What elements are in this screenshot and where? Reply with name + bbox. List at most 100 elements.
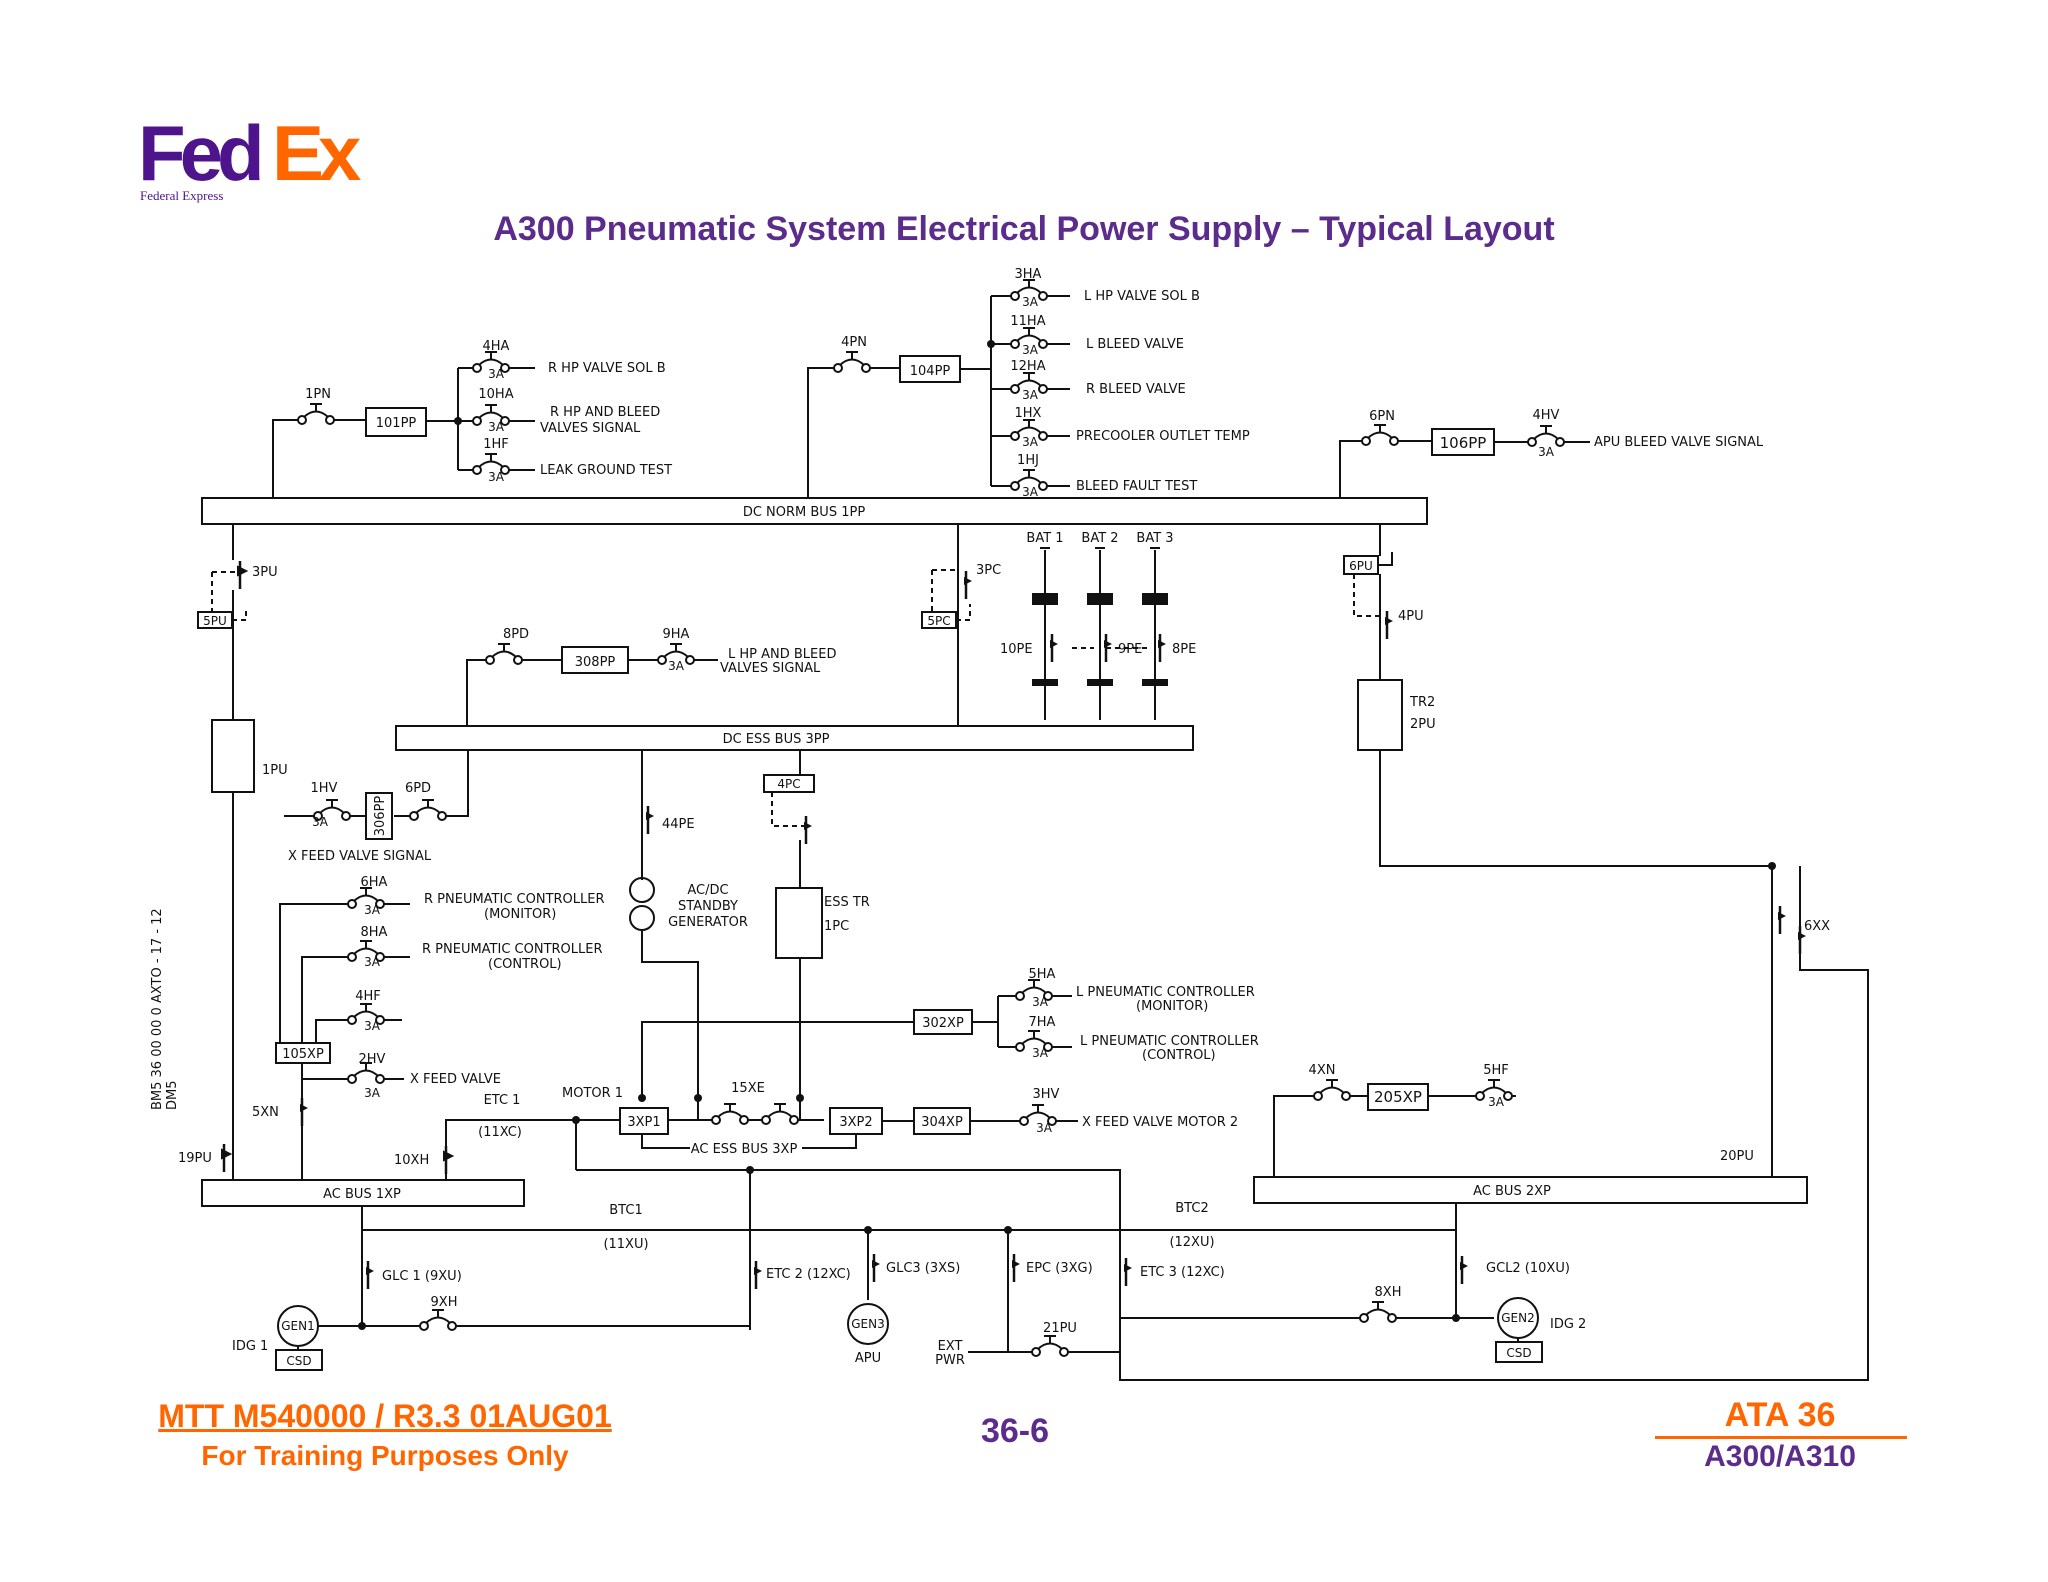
label-4pu: 4PU [1398,609,1424,624]
label-8pd: 8PD [503,627,529,642]
box-304xp-label: 304XP [921,1115,963,1130]
label-4pn: 4PN [841,335,867,350]
box-105xp-label: 105XP [282,1047,324,1062]
label-apu: APU [855,1351,881,1366]
box-5pc-label: 5PC [927,614,950,628]
label-x-feed-motor2: X FEED VALVE MOTOR 2 [1082,1115,1238,1130]
label-5ha: 5HA [1029,967,1056,982]
label-bleed-fault: BLEED FAULT TEST [1076,479,1197,494]
label-r-hp-sol-b: R HP VALVE SOL B [548,361,666,376]
label-11xc: (11XC) [478,1125,522,1140]
label-epc: EPC (3XG) [1026,1261,1093,1276]
gen3-label: GEN3 [851,1317,885,1331]
label-l-hp-bleed-2: VALVES SIGNAL [720,661,821,676]
label-gcl2: GCL2 (10XU) [1486,1261,1570,1276]
label-2pu: 2PU [1410,717,1436,732]
label-3a-6ha: 3A [364,903,381,917]
box-302xp-label: 302XP [922,1016,964,1031]
label-3a-4hv: 3A [1538,445,1555,459]
label-10ha: 10HA [478,387,513,402]
label-3a-1hx: 3A [1022,435,1039,449]
tr-1pu [211,719,255,793]
label-6pn: 6PN [1369,409,1395,424]
label-3a-11ha: 3A [1022,343,1039,357]
label-r-pneu-mon-2: (MONITOR) [484,907,556,922]
label-etc3: ETC 3 (12XC) [1140,1265,1225,1280]
fedex-logo: Fed Ex . Federal Express [138,109,361,208]
label-6xx: 6XX [1804,919,1830,934]
label-21pu: 21PU [1043,1321,1077,1336]
label-l-bleed: L BLEED VALVE [1086,337,1184,352]
label-etc2: ETC 2 (12XC) [766,1267,851,1282]
tr-2pu [1357,679,1403,751]
label-9ha: 9HA [663,627,690,642]
label-2hv: 2HV [359,1052,386,1067]
label-3a-8ha: 3A [364,955,381,969]
box-205xp-label: 205XP [1374,1088,1422,1106]
label-10pe: 10PE [1000,642,1033,657]
label-precooler: PRECOOLER OUTLET TEMP [1076,429,1250,444]
box-308pp-label: 308PP [575,655,616,670]
label-3a-7ha: 3A [1032,1046,1049,1060]
label-4xn: 4XN [1309,1063,1336,1078]
junction-dots [358,340,1776,1330]
label-3a-9ha: 3A [668,659,685,673]
ac-bus-2 [1253,1176,1808,1204]
logo-dot: . [324,164,330,184]
label-10xh: 10XH [394,1153,429,1168]
label-acdc-3: GENERATOR [668,915,748,930]
label-l-pneu-ctl-2: (CONTROL) [1142,1048,1216,1063]
box-3xp2-label: 3XP2 [839,1115,872,1130]
label-9pe: 9PE [1118,642,1142,657]
label-bat2: BAT 2 [1081,531,1118,546]
label-ess-tr: ESS TR [824,895,870,910]
footer-aircraft-model: A300/A310 [1704,1440,1856,1473]
page-title: A300 Pneumatic System Electrical Power S… [493,210,1555,248]
label-3a-12ha: 3A [1022,388,1039,402]
footer-rule [1655,1436,1907,1439]
label-glc3: GLC3 (3XS) [886,1261,960,1276]
label-12ha: 12HA [1010,359,1045,374]
label-r-hp-bleed-1: R HP AND BLEED [550,405,660,420]
ac-bus-1-label: AC BUS 1XP [323,1187,401,1202]
label-idg1: IDG 1 [232,1339,268,1354]
label-3ha: 3HA [1015,267,1042,282]
diagram-labels: 1PN 4HA 3A R HP VALVE SOL B 10HA 3A R HP… [178,267,1830,1368]
label-l-hp-bleed-1: L HP AND BLEED [728,647,836,662]
label-r-pneu-ctl-2: (CONTROL) [488,957,562,972]
footer-ata-chapter: ATA 36 [1724,1396,1836,1434]
gen1-label: GEN1 [281,1319,315,1333]
label-6ha: 6HA [361,875,388,890]
box-106pp-label: 106PP [1440,434,1487,452]
csd2-label: CSD [1506,1346,1531,1360]
label-r-hp-bleed-2: VALVES SIGNAL [540,421,641,436]
label-9xh: 9XH [431,1295,458,1310]
label-3a-4ha: 3A [488,367,505,381]
box-5pu-label: 5PU [203,614,227,628]
label-3hv: 3HV [1033,1087,1060,1102]
label-acdc-2: STANDBY [678,899,738,914]
label-3a-3ha: 3A [1022,295,1039,309]
label-3a-5ha: 3A [1032,995,1049,1009]
label-20pu: 20PU [1720,1149,1754,1164]
label-etc1: ETC 1 [484,1093,521,1108]
label-19pu: 19PU [178,1151,212,1166]
csd1-label: CSD [286,1354,311,1368]
label-1hx: 1HX [1015,406,1042,421]
label-1hv: 1HV [311,781,338,796]
label-l-pneu-mon-1: L PNEUMATIC CONTROLLER [1076,985,1255,1000]
label-8xh: 8XH [1375,1285,1402,1300]
label-btc2: BTC2 [1175,1201,1208,1216]
label-4hv: 4HV [1533,408,1560,423]
contactors [298,569,1808,1291]
label-3a-1hv: 3A [312,815,329,829]
box-306pp-label: 306PP [373,796,388,837]
box-104pp-label: 104PP [910,364,951,379]
footer-page-number: 36-6 [980,1412,1050,1450]
label-3a-2hv: 3A [364,1086,381,1100]
box-6pu-label: 6PU [1349,559,1373,573]
label-3pc: 3PC [976,563,1001,578]
label-3a-10ha: 3A [488,420,505,434]
label-btc1: BTC1 [609,1203,642,1218]
